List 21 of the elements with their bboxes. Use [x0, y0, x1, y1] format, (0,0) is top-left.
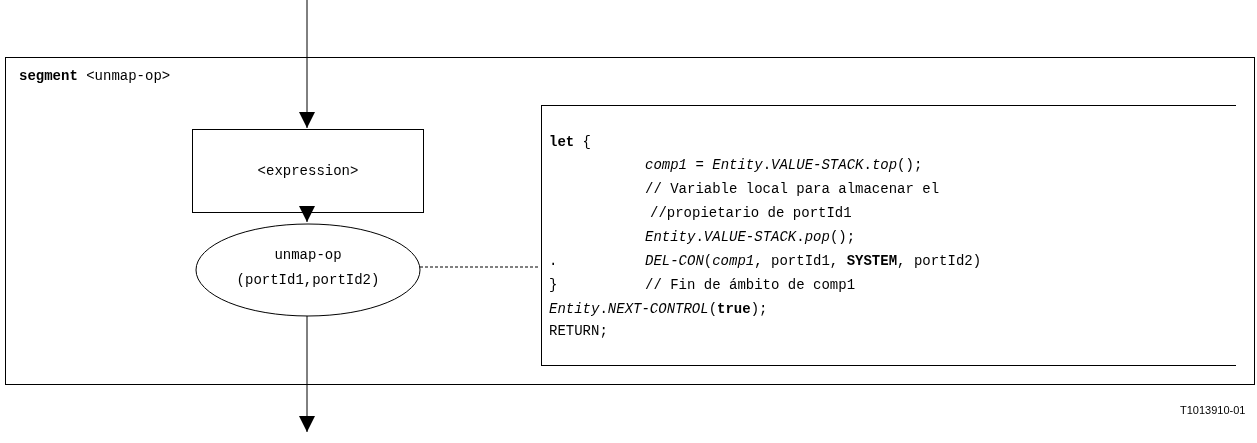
code-comment: // Variable local para almacenar el [645, 181, 940, 197]
arrow [299, 315, 315, 433]
code-line: let { [549, 134, 592, 150]
code-line: comp1 = Entity.VALUE-STACK.top(); [645, 157, 923, 173]
operation-ellipse: unmap-op (portId1,portId2) [195, 223, 421, 317]
code-line: RETURN; [549, 323, 608, 339]
segment-heading: segment <unmap-op> [19, 68, 171, 84]
arrow [299, 0, 315, 129]
code-line: } [549, 277, 558, 293]
code-line: DEL-CON(comp1, portId1, SYSTEM, portId2) [645, 253, 982, 269]
code-line: . [549, 253, 558, 269]
process-box: <expression> [192, 129, 424, 213]
code-comment: //propietario de portId1 [650, 205, 852, 221]
code-line: Entity.VALUE-STACK.pop(); [645, 229, 856, 245]
code-comment: // Fin de ámbito de comp1 [645, 277, 856, 293]
code-panel [541, 105, 1236, 366]
connector-line [419, 266, 541, 268]
segment-frame [5, 57, 1255, 385]
arrow [299, 206, 315, 223]
figure-number: T1013910-01 [1180, 404, 1246, 416]
code-line: Entity.NEXT-CONTROL(true); [549, 301, 768, 317]
